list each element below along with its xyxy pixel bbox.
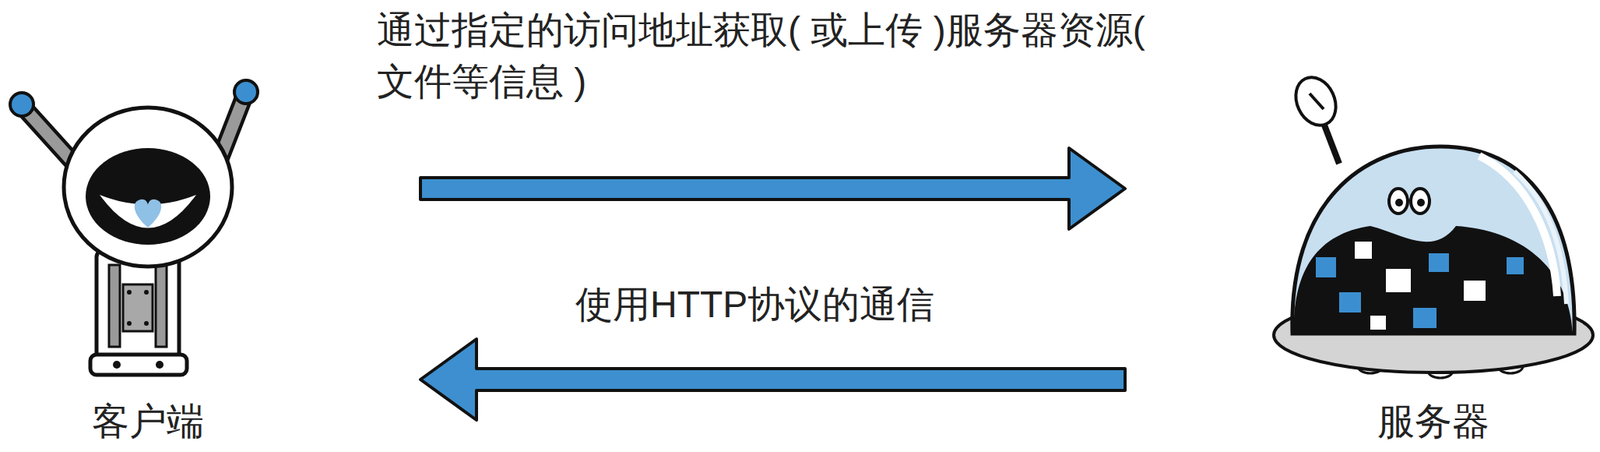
arrow-connector — [420, 147, 1126, 229]
edge-label: 通过指定的访问地址获取( 或上传 )服务器资源( 文件等信息 ) — [376, 4, 1179, 108]
robot-node: 服务器 — [1125, 73, 1597, 448]
node-label: 服务器 — [1377, 396, 1490, 447]
arrow-connector — [420, 338, 1126, 420]
node-label: 客户端 — [91, 396, 204, 447]
client-robot — [10, 80, 258, 375]
server-robot — [1273, 70, 1593, 378]
robot-node: 客户端 — [7, 73, 421, 448]
edge-label: 使用HTTP协议的通信 — [575, 278, 935, 331]
